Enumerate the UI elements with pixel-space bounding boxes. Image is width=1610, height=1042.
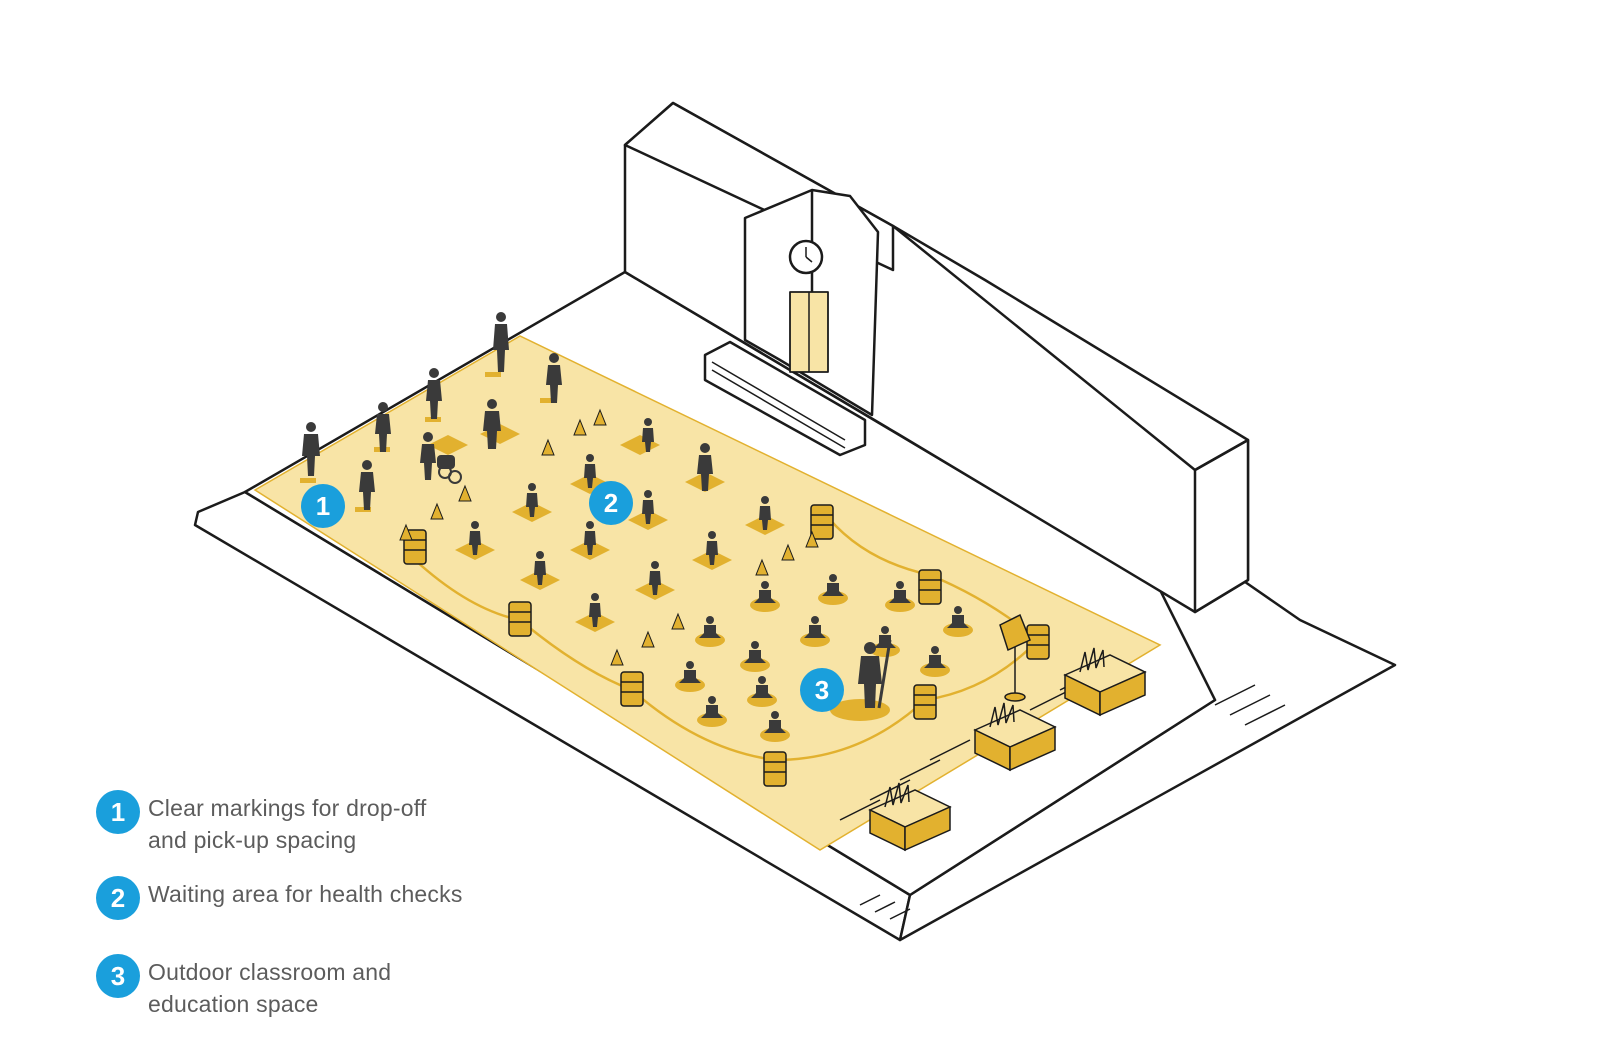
traffic-cones <box>399 408 819 666</box>
legend-1-line-2: and pick-up spacing <box>148 827 357 853</box>
seated-children <box>679 574 969 733</box>
legend-badge-2: 2 <box>96 876 140 920</box>
easel-sign <box>999 613 1031 702</box>
map-marker-3: 3 <box>800 668 844 712</box>
legend-item-3: 3 Outdoor classroom and education space <box>96 954 391 1020</box>
legend-text-2: Waiting area for health checks <box>148 878 463 910</box>
legend-1-line-1: Clear markings for drop-off <box>148 795 427 821</box>
planters <box>868 647 1147 852</box>
legend-item-1: 1 Clear markings for drop-off and pick-u… <box>96 790 427 856</box>
school-building <box>623 101 1250 614</box>
legend-3-line-2: education space <box>148 991 319 1017</box>
legend-badge-1: 1 <box>96 790 140 834</box>
people-silhouettes <box>302 312 892 709</box>
legend-text-1: Clear markings for drop-off and pick-up … <box>148 792 427 856</box>
legend-badge-3: 3 <box>96 954 140 998</box>
legend-item-2: 2 Waiting area for health checks <box>96 876 463 920</box>
legend-3-line-1: Outdoor classroom and <box>148 959 392 985</box>
map-marker-1-number: 1 <box>316 491 330 521</box>
map-marker-2: 2 <box>589 481 633 525</box>
traffic-barrels <box>403 504 1050 787</box>
legend-2-line-1: Waiting area for health checks <box>148 881 463 907</box>
map-marker-3-number: 3 <box>815 675 829 705</box>
map-marker-2-number: 2 <box>604 488 618 518</box>
map-marker-1: 1 <box>301 484 345 528</box>
legend-text-3: Outdoor classroom and education space <box>148 956 391 1020</box>
